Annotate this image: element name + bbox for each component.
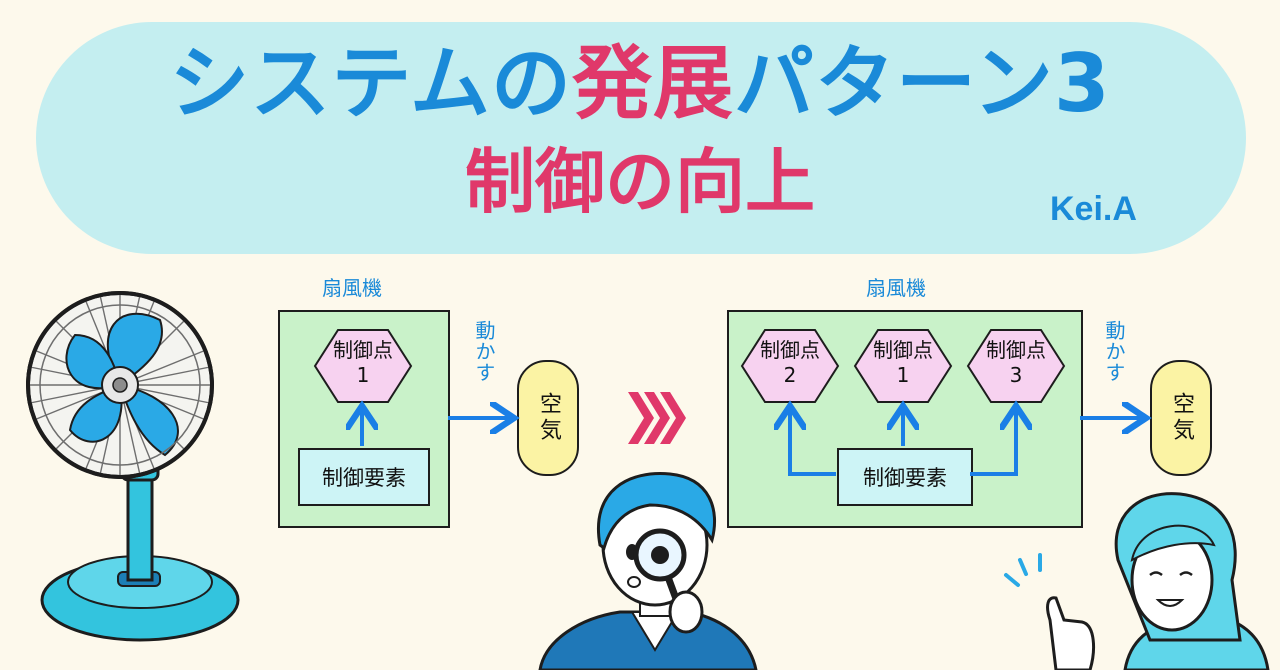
control-element-left: 制御要素 — [298, 448, 430, 506]
arrow-to-point-2 — [790, 410, 836, 476]
control-element-right: 制御要素 — [837, 448, 973, 506]
device-label-right: 扇風機 — [866, 276, 926, 300]
title-part1: システムの — [169, 37, 572, 130]
air-target-left: 空気 — [517, 360, 579, 476]
title-part2: パターン3 — [733, 37, 1111, 130]
author-name: Kei.A — [1050, 190, 1137, 228]
action-label-left: 動かす — [472, 320, 496, 383]
device-label-left: 扇風機 — [322, 276, 382, 300]
subtitle: 制御の向上 — [465, 141, 815, 223]
action-label-right: 動かす — [1102, 320, 1126, 383]
arrow-to-point-3 — [970, 410, 1016, 476]
air-target-right: 空気 — [1150, 360, 1212, 476]
fan-illustration — [26, 291, 240, 642]
title-banner — [36, 22, 1246, 254]
main-title: システムの発展パターン3 — [0, 36, 1280, 132]
title-highlight: 発展 — [571, 37, 734, 130]
